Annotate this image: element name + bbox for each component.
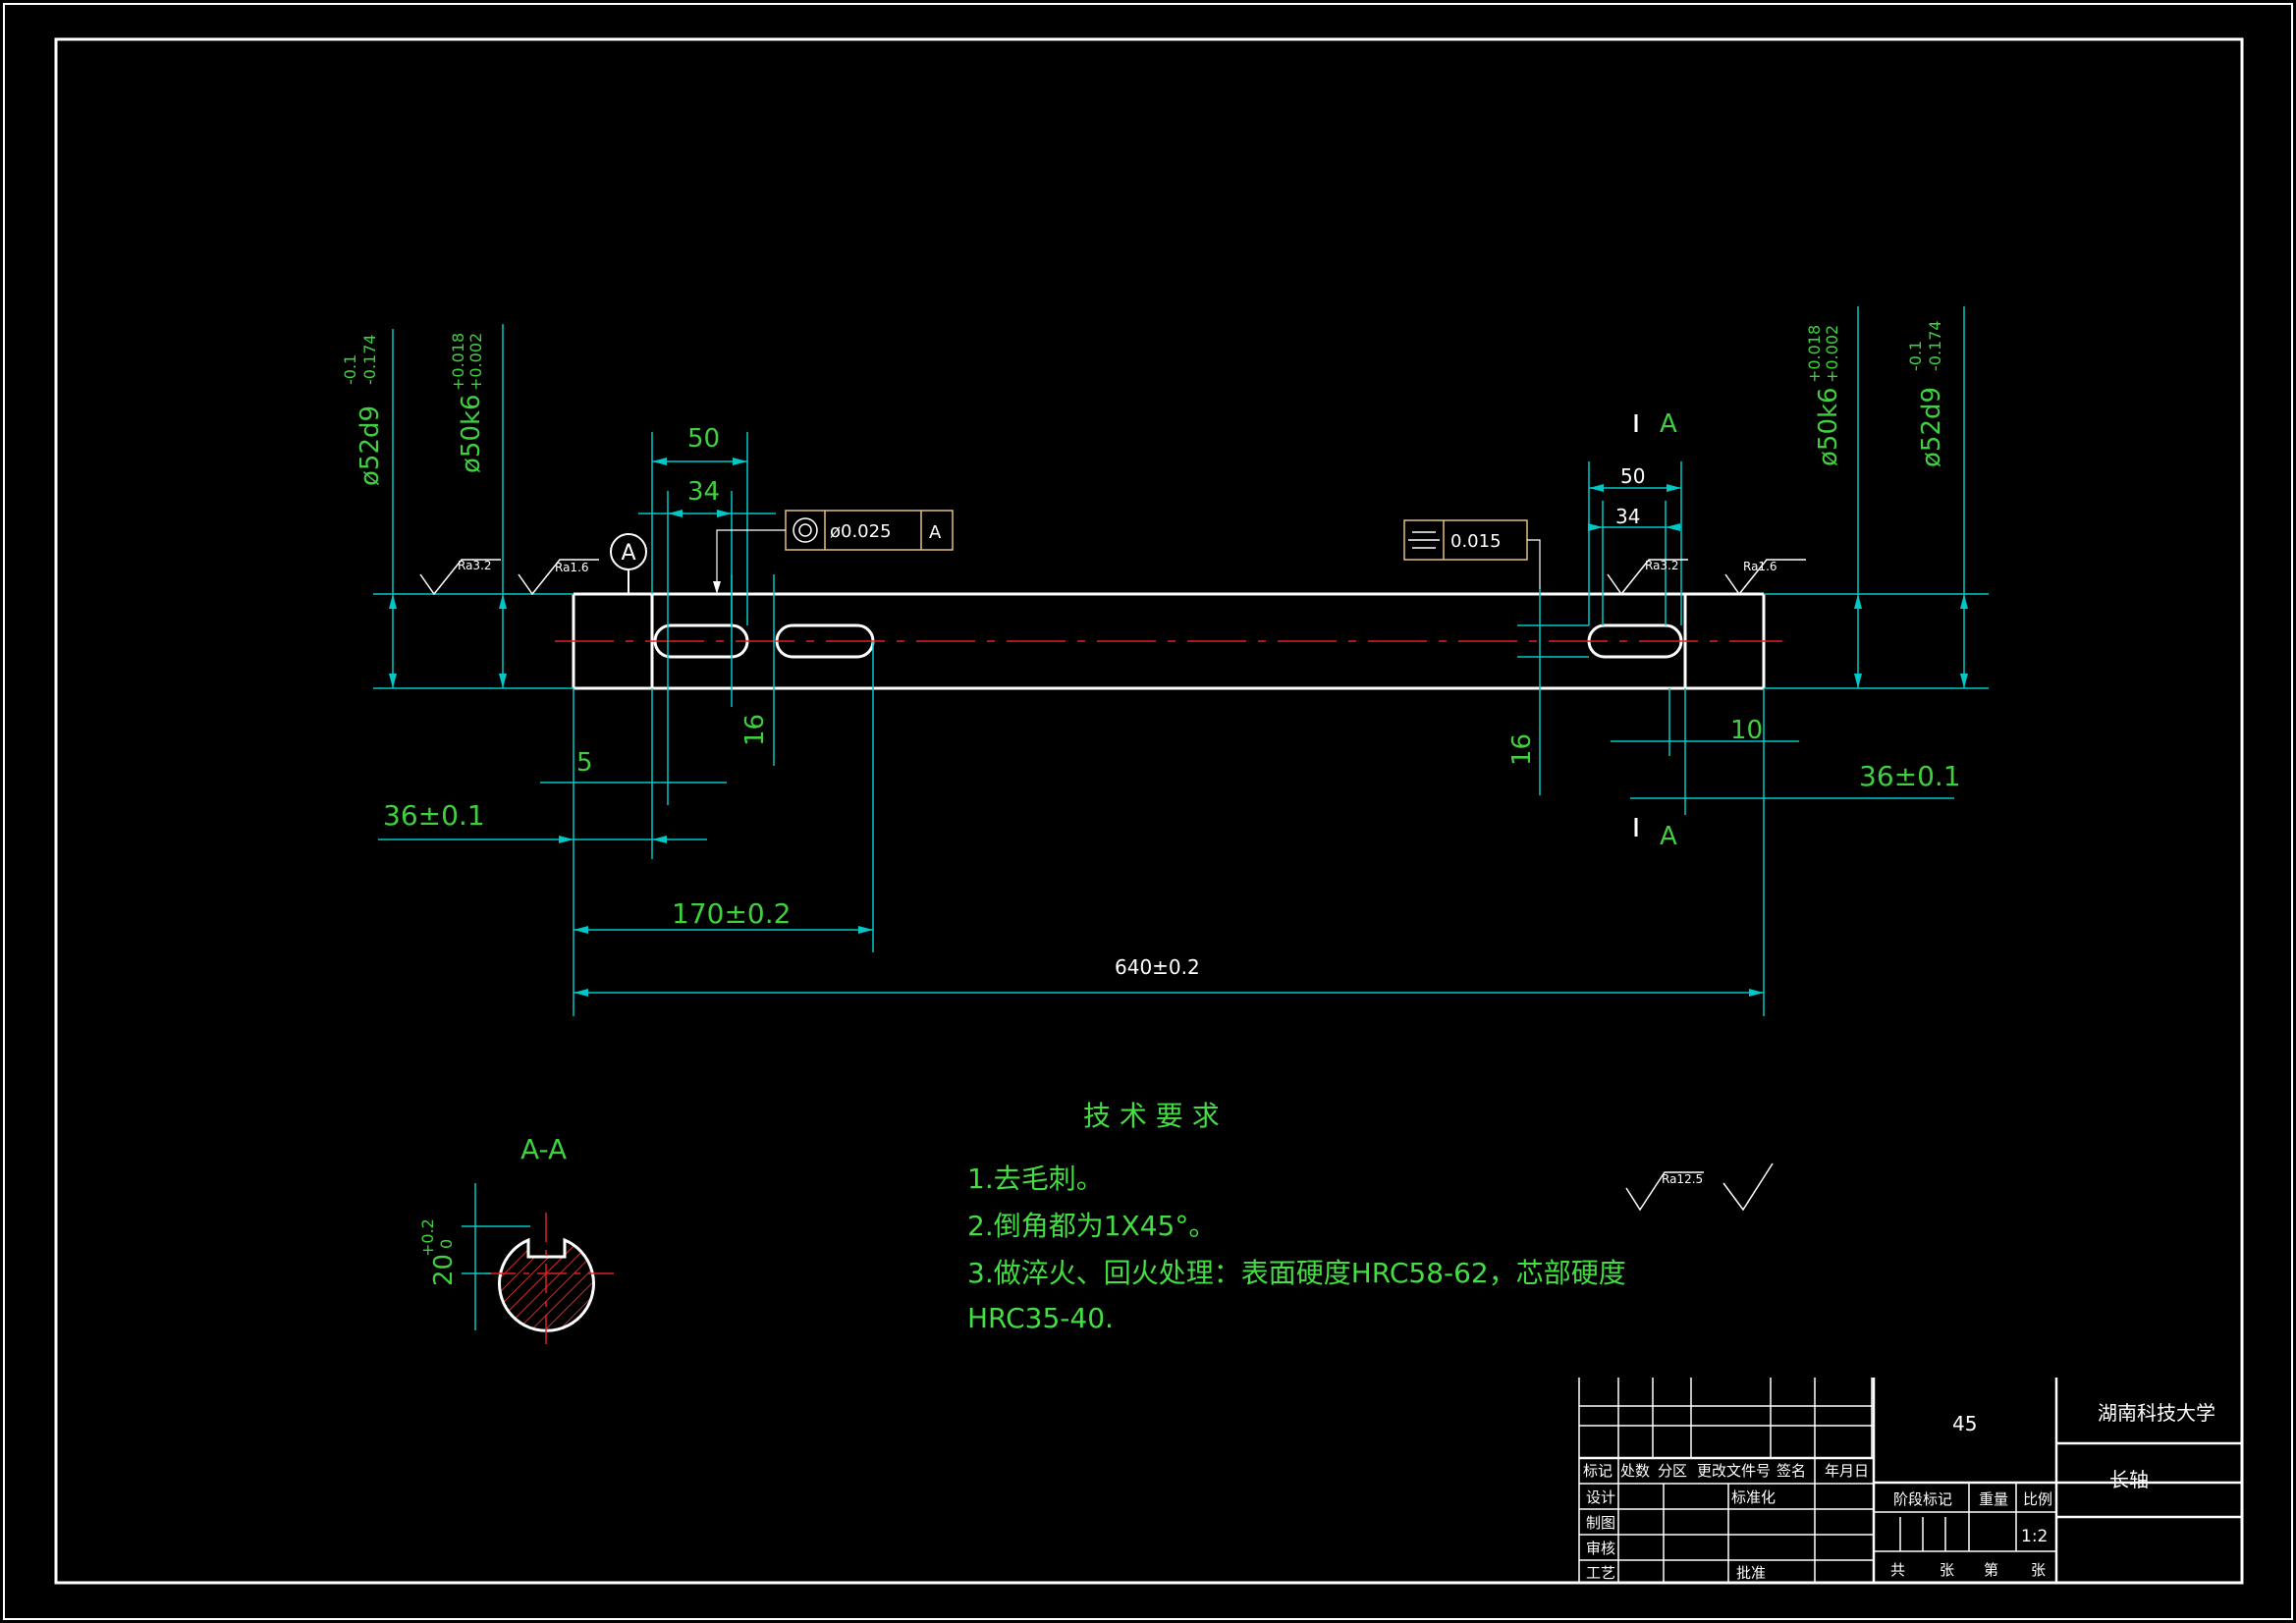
dim-right-dia-52: ø52d9 [1917,387,1946,467]
dim-right-dia-50-tol-lower: +0.002 [1823,325,1841,383]
tech-line-4: HRC35-40. [967,1302,1114,1334]
tb-col-sign: 签名 [1777,1462,1806,1480]
dim-right-dia-50-tol-upper: +0.018 [1805,325,1824,383]
section-marker-top: A [1634,409,1677,439]
dim-left-16: 16 [740,714,770,746]
tb-scale: 1:2 [2021,1527,2048,1546]
tb-col-date: 年月日 [1825,1462,1869,1480]
tb-stage-mark: 阶段标记 [1893,1490,1952,1508]
dim-640: 640±0.2 [1115,955,1200,979]
tb-material: 45 [1952,1412,1977,1435]
section-marker-bottom: A [1634,818,1677,851]
dim-left-dia-52-tol-upper: -0.1 [341,354,359,385]
tb-sheet-no: 第 [1984,1561,1998,1579]
ra-right-1: Ra3.2 [1645,559,1679,572]
ra-general: Ra12.5 [1662,1172,1703,1186]
tb-row-drawing: 制图 [1586,1514,1615,1532]
datum-a-label: A [621,541,635,566]
tech-line-1: 1.去毛刺。 [967,1163,1104,1195]
tb-sheets-1: 张 [1940,1561,1954,1579]
dim-left-34: 34 [687,477,720,507]
tb-standardize: 标准化 [1731,1488,1776,1506]
dimension-lines [373,306,1989,1016]
section-title: A-A [520,1133,567,1165]
dim-right-36: 36±0.1 [1859,760,1961,792]
dim-left-dia-50-tol-upper: +0.018 [449,333,467,391]
tolerance-frame-symmetry: 0.015 [1403,519,1541,589]
tb-school: 湖南科技大学 [2098,1401,2215,1425]
tb-weight: 重量 [1979,1490,2008,1508]
tb-row-design: 设计 [1586,1488,1615,1506]
tb-col-zone: 分区 [1658,1462,1687,1480]
tb-row-review: 审核 [1586,1540,1615,1557]
section-dim: 20 [429,1254,459,1286]
tech-requirements: 技 术 要 求 1.去毛刺。 2.倒角都为1X45°。 3.做淬火、回火处理：表… [967,1100,1626,1334]
tb-approve: 批准 [1736,1564,1766,1582]
dim-right-dia-52-tol-upper: -0.1 [1906,341,1925,371]
drawing-border [3,3,2293,1620]
tb-col-mark: 标记 [1583,1462,1613,1480]
dim-left-dia-50: ø50k6 [457,394,486,473]
section-dim-tol-lower: 0 [437,1239,456,1249]
dim-right-16: 16 [1507,733,1537,766]
ra-left-1: Ra3.2 [458,559,492,572]
tb-col-doc: 更改文件号 [1697,1462,1771,1480]
section-dim-tol-upper: +0.2 [418,1218,437,1257]
tb-scale-label: 比例 [2023,1490,2052,1508]
tb-col-count: 处数 [1620,1462,1650,1480]
tb-row-process: 工艺 [1586,1564,1615,1582]
ra-right-2: Ra1.6 [1743,560,1777,573]
dim-right-50: 50 [1620,464,1645,488]
dimension-texts: ø52d9 -0.1 -0.174 ø50k6 +0.018 +0.002 ø5… [341,320,1961,979]
dim-right-10: 10 [1730,716,1763,745]
dim-left-5: 5 [576,748,593,778]
tb-sheets-2: 张 [2031,1561,2046,1579]
title-block [1578,1378,2242,1585]
tol-coaxial-datum: A [929,522,942,543]
roughness-symbols [419,559,1806,1212]
tol-coaxial-value: ø0.025 [830,521,892,542]
section-marker-top-label: A [1660,409,1677,439]
dim-right-34: 34 [1615,505,1640,528]
roughness-labels: Ra3.2 Ra1.6 Ra3.2 Ra1.6 Ra12.5 [458,559,1777,1186]
dim-left-50: 50 [687,424,720,454]
title-block-texts: 45 湖南科技大学 长轴 标记 处数 分区 更改文件号 签名 年月日 设计 制图… [1583,1401,2215,1582]
dim-left-36: 36±0.1 [383,799,485,832]
dim-170: 170±0.2 [672,897,791,930]
section-marker-bottom-label: A [1660,822,1677,851]
tech-title: 技 术 要 求 [1083,1100,1220,1132]
dim-right-dia-52-tol-lower: -0.174 [1926,320,1944,371]
dim-left-dia-50-tol-lower: +0.002 [466,333,485,391]
dim-right-dia-50: ø50k6 [1814,387,1843,466]
tolerance-frame-coaxiality: ø0.025 A [713,510,954,594]
dim-left-dia-52-tol-lower: -0.174 [360,334,379,385]
datum-a-symbol: A [610,533,647,594]
tech-line-2: 2.倒角都为1X45°。 [967,1210,1216,1242]
section-view: 20 +0.2 0 [418,1183,614,1345]
tb-total: 共 [1890,1561,1905,1579]
dimension-arrows [389,458,1968,997]
tech-line-3: 3.做淬火、回火处理：表面硬度HRC58-62，芯部硬度 [967,1257,1626,1289]
tol-symmetry-value: 0.015 [1450,531,1502,552]
dim-left-dia-52: ø52d9 [355,406,385,486]
tb-part-name: 长轴 [2109,1468,2149,1491]
ra-left-2: Ra1.6 [555,561,589,574]
